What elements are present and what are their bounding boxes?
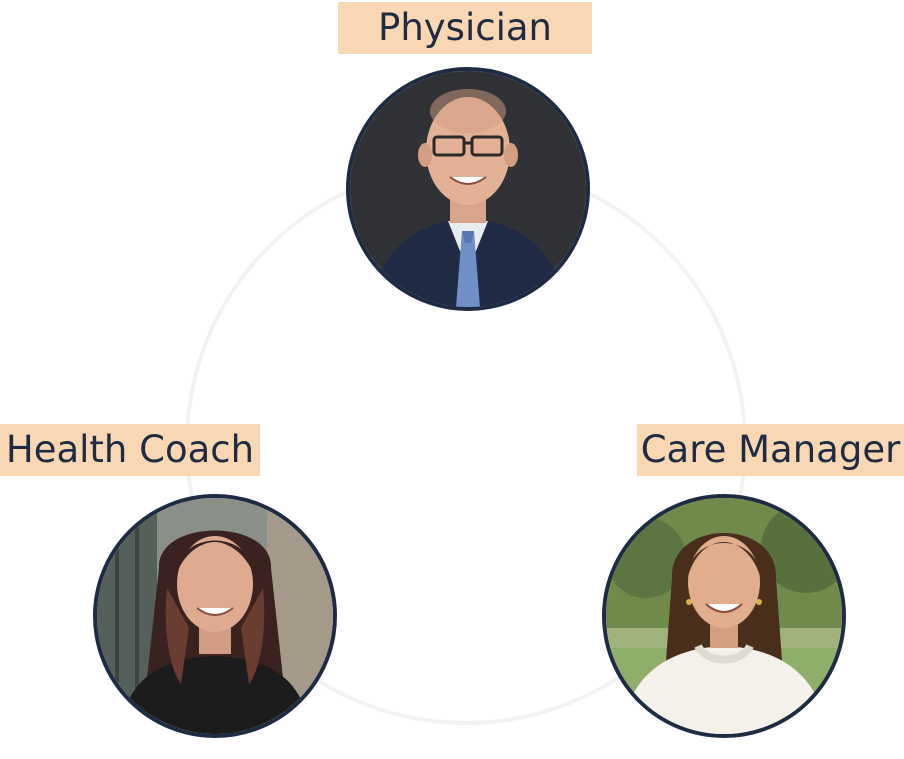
care-manager-photo [606, 498, 842, 734]
care-manager-portrait [602, 494, 846, 738]
health-coach-portrait [93, 494, 337, 738]
care-manager-label: Care Manager [637, 424, 904, 476]
health-coach-label: Health Coach [0, 424, 260, 476]
health-coach-photo [97, 498, 333, 734]
physician-label: Physician [338, 2, 592, 54]
physician-photo [350, 71, 586, 307]
physician-portrait [346, 67, 590, 311]
